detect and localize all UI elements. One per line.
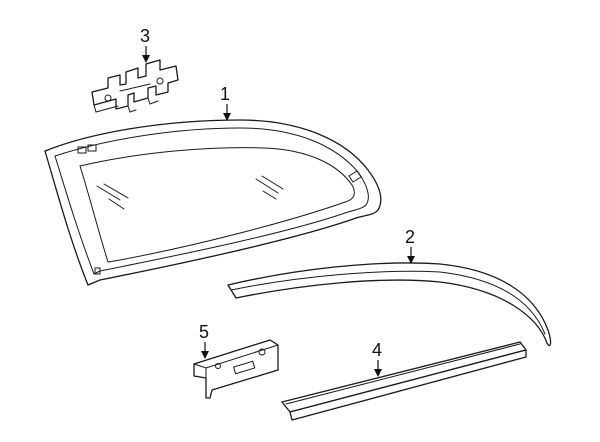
curved-molding[interactable] bbox=[227, 262, 552, 347]
callout-label-3: 3 bbox=[140, 26, 150, 46]
callout-label-5: 5 bbox=[199, 322, 209, 342]
callout-3: 3 bbox=[140, 26, 150, 63]
small-bracket[interactable] bbox=[193, 339, 279, 399]
callout-5: 5 bbox=[199, 322, 209, 359]
callout-2: 2 bbox=[405, 227, 415, 264]
callout-label-2: 2 bbox=[405, 227, 415, 247]
callout-label-4: 4 bbox=[372, 340, 382, 360]
callout-1: 1 bbox=[220, 84, 231, 121]
quarter-window-glass[interactable] bbox=[44, 119, 382, 286]
bracket[interactable] bbox=[91, 59, 179, 113]
callout-4: 4 bbox=[372, 340, 382, 377]
lower-trim-strip[interactable] bbox=[281, 341, 527, 421]
callout-label-1: 1 bbox=[220, 84, 230, 104]
